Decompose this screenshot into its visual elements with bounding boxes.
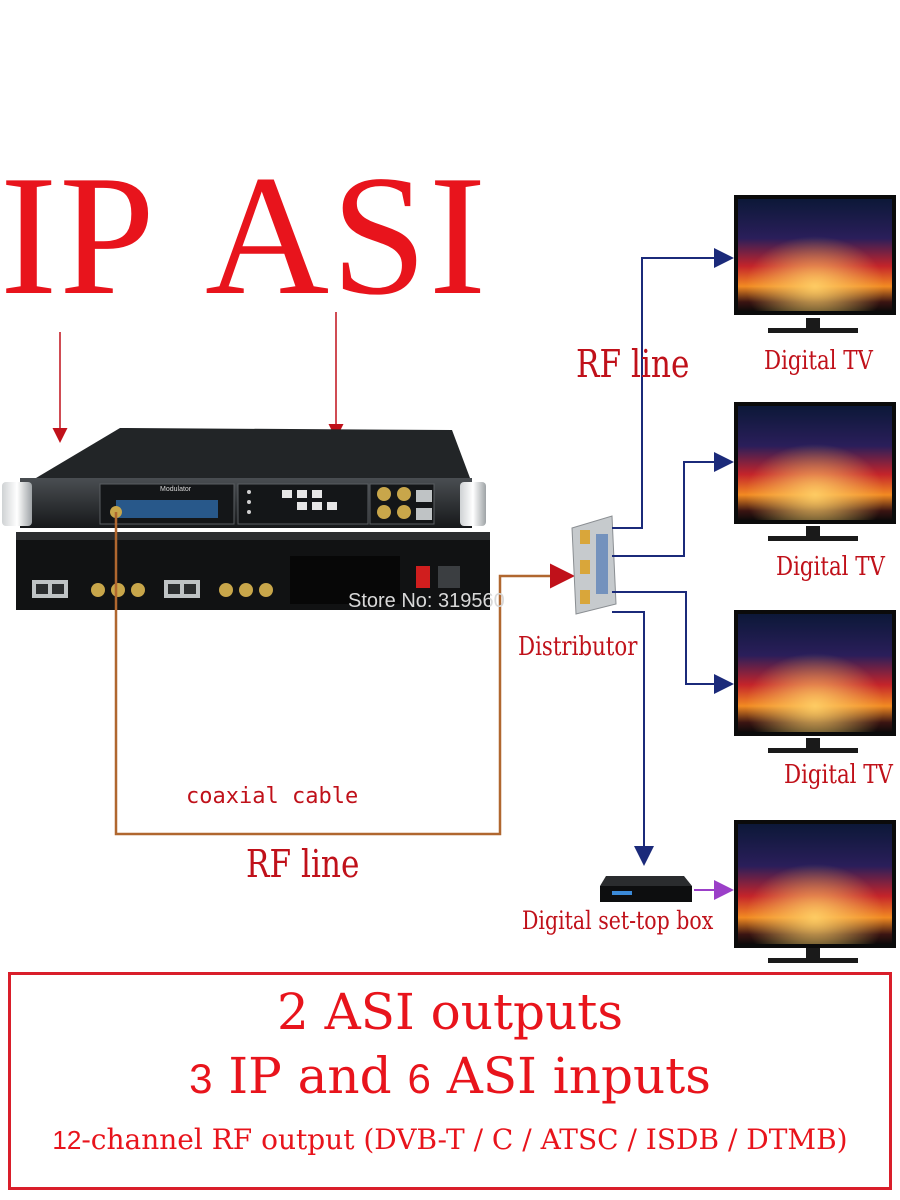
rf-line-bottom-label: RF line [246, 842, 360, 886]
specs-line-inputs: 3 IP and 6 ASI inputs [11, 1047, 889, 1105]
tv-label-2: Digital TV [776, 552, 885, 582]
asi-inputs-text: ASI inputs [430, 1047, 711, 1105]
tv-1 [734, 195, 896, 333]
blue-arrow-stb [612, 611, 654, 866]
coaxial-cable-line [114, 512, 575, 836]
blue-arrow-tv1 [612, 248, 734, 529]
rf-line-top-label: RF line [576, 342, 690, 386]
modulator-front-unit: Modulator [2, 428, 486, 528]
rf-channel-count: 12 [52, 1125, 82, 1155]
modulator-rear-unit [16, 532, 490, 610]
title-asi: ASI [205, 141, 489, 331]
set-top-box [600, 876, 692, 902]
stb-label: Digital set-top box [522, 906, 714, 935]
specs-box: 2 ASI outputs 3 IP and 6 ASI inputs 12-c… [8, 972, 892, 1190]
store-watermark: Store No: 319560 [348, 590, 505, 612]
specs-line-rf-output: 12-channel RF output (DVB-T / C / ATSC /… [11, 1123, 889, 1156]
ip-input-count: 3 [189, 1055, 213, 1102]
tv-2 [734, 402, 896, 541]
asi-outputs-text: 2 ASI outputs [276, 983, 624, 1041]
rf-output-text: -channel RF output (DVB-T / C / ATSC / I… [81, 1123, 848, 1156]
title-ip: IP [0, 141, 157, 331]
blue-arrow-tv3 [612, 591, 734, 694]
coaxial-cable-label: coaxial cable [186, 784, 359, 809]
tv-label-1: Digital TV [764, 346, 873, 376]
specs-line-asi-outputs: 2 ASI outputs [11, 983, 889, 1041]
asi-input-count: 6 [407, 1055, 431, 1102]
ip-and-text: IP and [212, 1047, 408, 1105]
tv-4 [734, 820, 896, 963]
tv-3 [734, 610, 896, 753]
blue-arrow-tv2 [612, 452, 734, 557]
distributor-label: Distributor [518, 632, 638, 662]
distributor-device [571, 515, 617, 615]
panel-label: Modulator [160, 486, 192, 493]
tv-label-3: Digital TV [784, 760, 893, 790]
